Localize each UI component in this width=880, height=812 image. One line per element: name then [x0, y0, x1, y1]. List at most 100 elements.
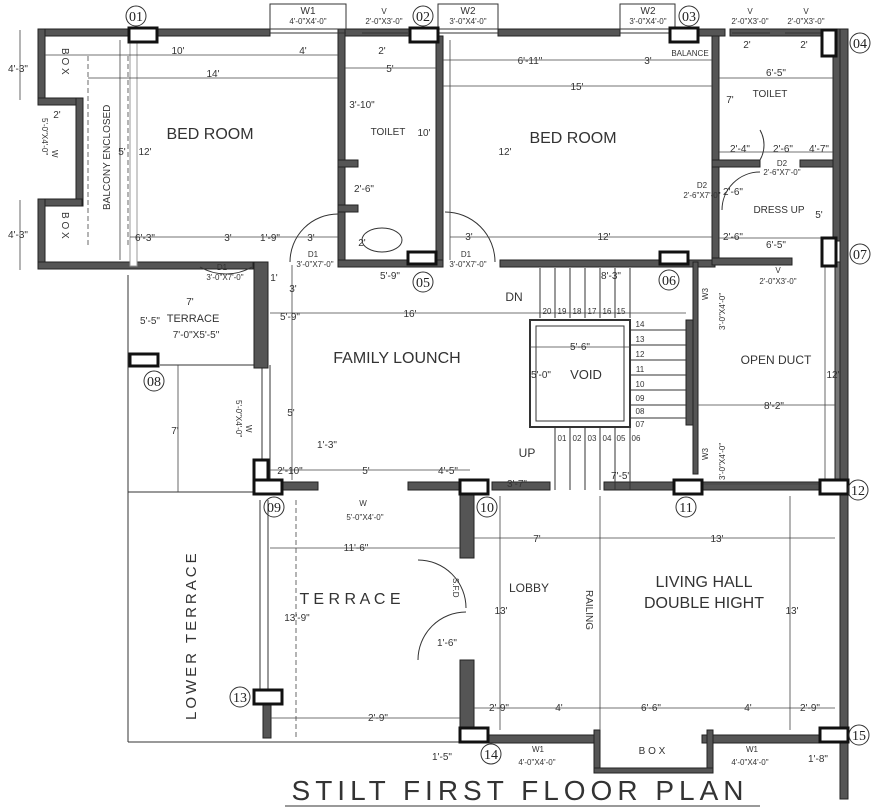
walls [37, 28, 849, 800]
w1-size: 4'-0"X4'-0" [289, 17, 326, 26]
svg-text:03: 03 [588, 434, 597, 443]
lobby-label: LOBBY [509, 581, 549, 595]
d1-right-label: D1 [461, 250, 472, 259]
svg-text:14: 14 [636, 320, 645, 329]
svg-text:6'-6": 6'-6" [641, 703, 661, 714]
w2-size: 3'-0"X4'-0" [449, 17, 486, 26]
svg-text:20: 20 [543, 307, 552, 316]
door-swings [199, 129, 765, 661]
svg-text:12': 12' [138, 147, 151, 158]
column [818, 726, 850, 744]
svg-text:1'-5": 1'-5" [432, 752, 452, 763]
svg-text:19: 19 [558, 307, 567, 316]
svg-text:2'-9": 2'-9" [800, 703, 820, 714]
svg-text:3': 3' [289, 284, 297, 295]
column [820, 28, 838, 58]
open-duct-label: OPEN DUCT [741, 353, 812, 367]
svg-text:08: 08 [636, 407, 645, 416]
windows-top [269, 3, 828, 34]
d1-mid-size: 3'-0"X7'-0" [296, 260, 333, 269]
column-numbers: 01 02 03 04 05 06 07 08 09 10 11 12 13 1… [125, 5, 871, 765]
down-label: DN [505, 290, 522, 304]
construction-lines [87, 56, 470, 743]
svg-text:18: 18 [573, 307, 582, 316]
column [252, 688, 284, 706]
column [668, 26, 700, 44]
d1-left-size: 3'-0"X7'-0" [206, 273, 243, 282]
box-top-label: B O X [59, 48, 70, 75]
svg-text:7'-5": 7'-5" [611, 471, 631, 482]
column-number-01: 01 [129, 10, 143, 25]
balance-label: BALANCE [671, 49, 708, 58]
svg-text:7': 7' [533, 534, 541, 545]
svg-text:6'-3": 6'-3" [135, 233, 155, 244]
column-number-15: 15 [852, 729, 866, 744]
svg-text:12': 12' [597, 232, 610, 243]
room-labels: BED ROOM BED ROOM TOILET TOILET DRESS UP… [59, 48, 812, 757]
svg-text:11'-6": 11'-6" [344, 543, 369, 554]
column-number-07: 07 [853, 248, 867, 263]
svg-text:15': 15' [570, 82, 583, 93]
w-left-label: W [50, 150, 59, 158]
svg-text:2'-6": 2'-6" [723, 187, 743, 198]
column [818, 478, 850, 496]
column [252, 478, 284, 496]
d2-side-size: 2'-6"X7'-0" [683, 191, 720, 200]
svg-text:1': 1' [270, 273, 278, 284]
svg-text:07: 07 [636, 420, 645, 429]
svg-text:5': 5' [287, 408, 295, 419]
svg-text:3': 3' [307, 233, 315, 244]
w-left-size: 5'-0"X4'-0" [40, 118, 49, 155]
svg-text:04: 04 [603, 434, 612, 443]
column [127, 26, 159, 44]
v-size: 2'-0"X3'-0" [365, 17, 402, 26]
w1-bottom-left-label: W1 [532, 745, 545, 754]
svg-text:3': 3' [644, 56, 652, 67]
svg-text:12': 12' [826, 370, 839, 381]
svg-text:13'-9": 13'-9" [284, 613, 310, 624]
column-number-08: 08 [147, 375, 161, 390]
box-mid-label: B O X [59, 212, 70, 239]
w3-bottom-size: 3'-0"X4'-0" [718, 443, 727, 480]
svg-text:2'-10": 2'-10" [277, 466, 303, 477]
column-number-06: 06 [662, 274, 676, 289]
column [458, 726, 490, 744]
svg-text:12: 12 [636, 350, 645, 359]
svg-text:13: 13 [636, 335, 645, 344]
svg-text:4'-5": 4'-5" [438, 466, 458, 477]
svg-text:1'-8": 1'-8" [808, 754, 828, 765]
column [820, 236, 838, 268]
terrace-label: T E R R A C E [299, 591, 400, 608]
svg-text:01: 01 [558, 434, 567, 443]
column [458, 478, 490, 496]
svg-text:13': 13' [494, 606, 507, 617]
svg-text:4'-3": 4'-3" [8, 64, 28, 75]
column-number-11: 11 [679, 501, 692, 516]
d1-right-size: 3'-0"X7'-0" [449, 260, 486, 269]
svg-text:5'-9": 5'-9" [380, 271, 400, 282]
v3-size: 2'-0"X3'-0" [787, 17, 824, 26]
lower-terrace-label: LOWER TERRACE [183, 550, 200, 720]
family-lounge-label: FAMILY LOUNCH [333, 350, 460, 367]
dimension-lines [19, 30, 835, 730]
opening-tags: W1 4'-0"X4'-0" W2 3'-0"X4'-0" W2 3'-0"X4… [40, 6, 825, 767]
column-number-13: 13 [233, 691, 247, 706]
w2b-size: 3'-0"X4'-0" [629, 17, 666, 26]
svg-text:4': 4' [555, 703, 563, 714]
double-height-label: DOUBLE HIGHT [644, 595, 764, 612]
svg-text:5': 5' [815, 210, 823, 221]
d1-mid-label: D1 [308, 250, 319, 259]
svg-text:2': 2' [800, 40, 808, 51]
terrace-small-size: 7'-0"X5'-5" [173, 330, 220, 341]
sfd-label: S.F.D [451, 578, 460, 598]
terrace-small-label: TERRACE [167, 313, 220, 325]
svg-text:4': 4' [744, 703, 752, 714]
svg-text:09: 09 [636, 394, 645, 403]
w1-bottom-right-label: W1 [746, 745, 759, 754]
svg-text:2'-9": 2'-9" [368, 713, 388, 724]
svg-text:2'-6": 2'-6" [773, 144, 793, 155]
svg-text:2'-4": 2'-4" [730, 144, 750, 155]
column-number-12: 12 [851, 484, 865, 499]
